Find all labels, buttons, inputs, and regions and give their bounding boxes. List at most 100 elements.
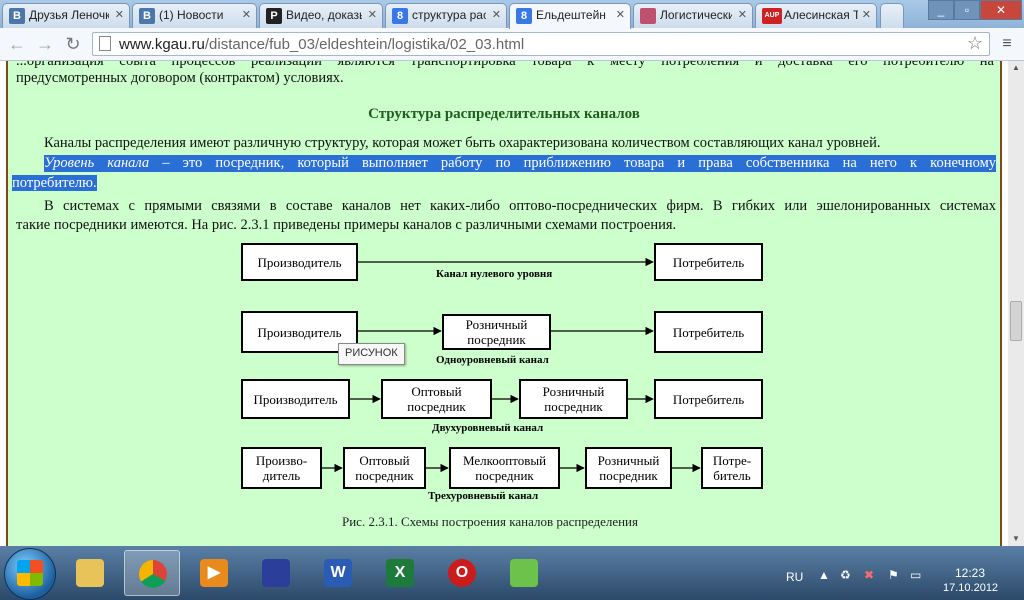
box-retailer: Розничный посредник xyxy=(585,447,672,489)
taskbar-explorer[interactable] xyxy=(62,550,118,596)
close-icon[interactable]: ✕ xyxy=(367,9,377,21)
floppy-disk-icon xyxy=(262,559,290,587)
minimize-button[interactable]: _ xyxy=(928,0,954,20)
tab-alesinskaya[interactable]: AUP Алесинская Т ✕ xyxy=(755,3,877,28)
page-icon xyxy=(99,36,111,51)
document-icon xyxy=(640,8,656,24)
reload-button[interactable]: ↻ xyxy=(65,34,81,54)
tab-label: (1) Новости xyxy=(159,8,224,22)
vk-icon: В xyxy=(139,8,155,24)
close-icon[interactable]: ✕ xyxy=(241,9,251,21)
page-scrollbar[interactable]: ▲ ▼ xyxy=(1008,61,1024,546)
figure-caption: Рис. 2.3.1. Схемы построения каналов рас… xyxy=(342,514,638,529)
close-icon[interactable]: ✕ xyxy=(861,9,871,21)
scrollbar-thumb[interactable] xyxy=(1010,301,1022,341)
diagram-arrows xyxy=(322,257,701,473)
forward-button[interactable]: → xyxy=(36,34,54,54)
menu-icon[interactable]: ≡ xyxy=(1002,35,1012,52)
caption-three-level: Трехуровневый канал xyxy=(428,490,539,502)
tab-novosti[interactable]: В (1) Новости ✕ xyxy=(132,3,257,28)
close-icon[interactable]: ✕ xyxy=(491,9,501,21)
taskbar-save[interactable] xyxy=(248,550,304,596)
flag-icon[interactable]: ⚑ xyxy=(888,568,899,582)
opera-icon: O xyxy=(448,559,476,587)
caption-zero-level: Канал нулевого уровня xyxy=(436,268,553,280)
box-consumer: Потре-битель xyxy=(701,447,763,489)
paragraph-1: Каналы распределения имеют различную стр… xyxy=(44,135,881,151)
close-icon[interactable]: ✕ xyxy=(615,9,625,21)
box-wholesaler: Оптовый посредник xyxy=(381,379,492,419)
back-button[interactable]: ← xyxy=(8,34,26,54)
network-error-icon[interactable]: ✖ xyxy=(864,568,875,582)
show-hidden-icons-icon[interactable]: ▲ xyxy=(818,568,830,582)
paragraph-2-line2: потребителю. xyxy=(12,175,97,191)
tab-eldeshtein[interactable]: 8 Ельдештейн Ю ✕ xyxy=(509,3,631,29)
chrome-icon xyxy=(139,560,167,588)
url-text: www.kgau.ru/distance/fub_03/eldeshtein/l… xyxy=(119,36,525,53)
box-producer: Произво-дитель xyxy=(241,447,322,489)
taskbar-chrome[interactable] xyxy=(124,550,180,596)
google-icon: 8 xyxy=(392,8,408,24)
tab-video[interactable]: P Видео, доказы ✕ xyxy=(259,3,383,28)
taskbar-app[interactable] xyxy=(496,550,552,596)
paragraph-3-line2: такие посредники имеются. На рис. 2.3.1 … xyxy=(16,217,677,233)
drink-icon xyxy=(510,559,538,587)
tab-strip: В Друзья Леночка ✕ В (1) Новости ✕ P Вид… xyxy=(0,0,1024,29)
box-small-wholesaler: Мелкооптовый посредник xyxy=(449,447,560,489)
clock-date[interactable]: 17.10.2012 xyxy=(943,582,999,594)
maximize-button[interactable]: ▫ xyxy=(954,0,980,20)
close-icon[interactable]: ✕ xyxy=(737,9,747,21)
tab-label: Друзья Леночка xyxy=(29,8,109,22)
battery-icon[interactable]: ▭ xyxy=(910,568,922,582)
close-icon[interactable]: ✕ xyxy=(114,9,124,21)
tab-label: структура рас xyxy=(412,8,486,22)
intro-text-line2: предусмотренных договором (контрактом) у… xyxy=(16,70,344,86)
paragraph-2-line1: Уровень канала – это посредник, который … xyxy=(44,155,996,172)
vk-icon: В xyxy=(9,8,25,24)
language-indicator[interactable]: RU xyxy=(786,570,804,584)
section-heading: Структура распределительных каналов xyxy=(368,106,640,122)
start-button[interactable] xyxy=(4,548,56,600)
windows-taskbar: ▶ W X O RU ▲ ♻ ✖ ⚑ ▭ 12:23 17.10.2012 xyxy=(0,546,1024,600)
box-producer: Производитель xyxy=(241,379,350,419)
tab-label: Ельдештейн Ю xyxy=(536,8,610,22)
box-consumer: Потребитель xyxy=(654,311,763,353)
caption-two-level: Двухуровневый канал xyxy=(432,422,544,434)
address-bar[interactable]: www.kgau.ru/distance/fub_03/eldeshtein/l… xyxy=(92,32,990,56)
close-window-button[interactable]: ✕ xyxy=(980,0,1022,20)
tab-logistika[interactable]: Логистический ✕ xyxy=(633,3,753,28)
bookmark-star-icon[interactable]: ☆ xyxy=(966,33,983,53)
google-icon: 8 xyxy=(516,8,532,24)
word-icon: W xyxy=(324,559,352,587)
folder-icon xyxy=(76,559,104,587)
page-viewport: ...организация сбыта процессов реализаци… xyxy=(0,61,1008,546)
scroll-up-arrow-icon[interactable]: ▲ xyxy=(1012,63,1020,72)
box-consumer: Потребитель xyxy=(654,379,763,419)
taskbar-media[interactable]: ▶ xyxy=(186,550,242,596)
box-producer: Производитель xyxy=(241,243,358,281)
taskbar-opera[interactable]: O xyxy=(434,550,490,596)
caption-one-level: Одноуровневый канал xyxy=(436,354,549,366)
new-tab-button[interactable] xyxy=(880,3,904,28)
tab-label: Видео, доказы xyxy=(286,8,362,22)
windows-logo-icon xyxy=(17,560,43,586)
taskbar-excel[interactable]: X xyxy=(372,550,428,596)
box-retailer: Розничный посредник xyxy=(519,379,628,419)
scroll-down-arrow-icon[interactable]: ▼ xyxy=(1012,534,1020,543)
taskbar-word[interactable]: W xyxy=(310,550,366,596)
tab-struktura[interactable]: 8 структура рас ✕ xyxy=(385,3,507,28)
box-wholesaler: Оптовый посредник xyxy=(343,447,426,489)
p-icon: P xyxy=(266,8,282,24)
tab-druzya[interactable]: В Друзья Леночка ✕ xyxy=(2,3,130,28)
box-producer: Производитель xyxy=(241,311,358,353)
image-tooltip: РИСУНОК xyxy=(338,343,405,365)
page-content: ...организация сбыта процессов реализаци… xyxy=(6,61,1002,546)
media-player-icon: ▶ xyxy=(200,559,228,587)
tray-app-icon[interactable]: ♻ xyxy=(840,568,851,582)
excel-icon: X xyxy=(386,559,414,587)
box-consumer: Потребитель xyxy=(654,243,763,281)
browser-toolbar: ← → ↻ www.kgau.ru/distance/fub_03/eldesh… xyxy=(0,28,1024,61)
clock-time[interactable]: 12:23 xyxy=(955,566,986,580)
aup-icon: AUP xyxy=(762,8,782,24)
box-retailer: Розничный посредник xyxy=(442,314,551,350)
